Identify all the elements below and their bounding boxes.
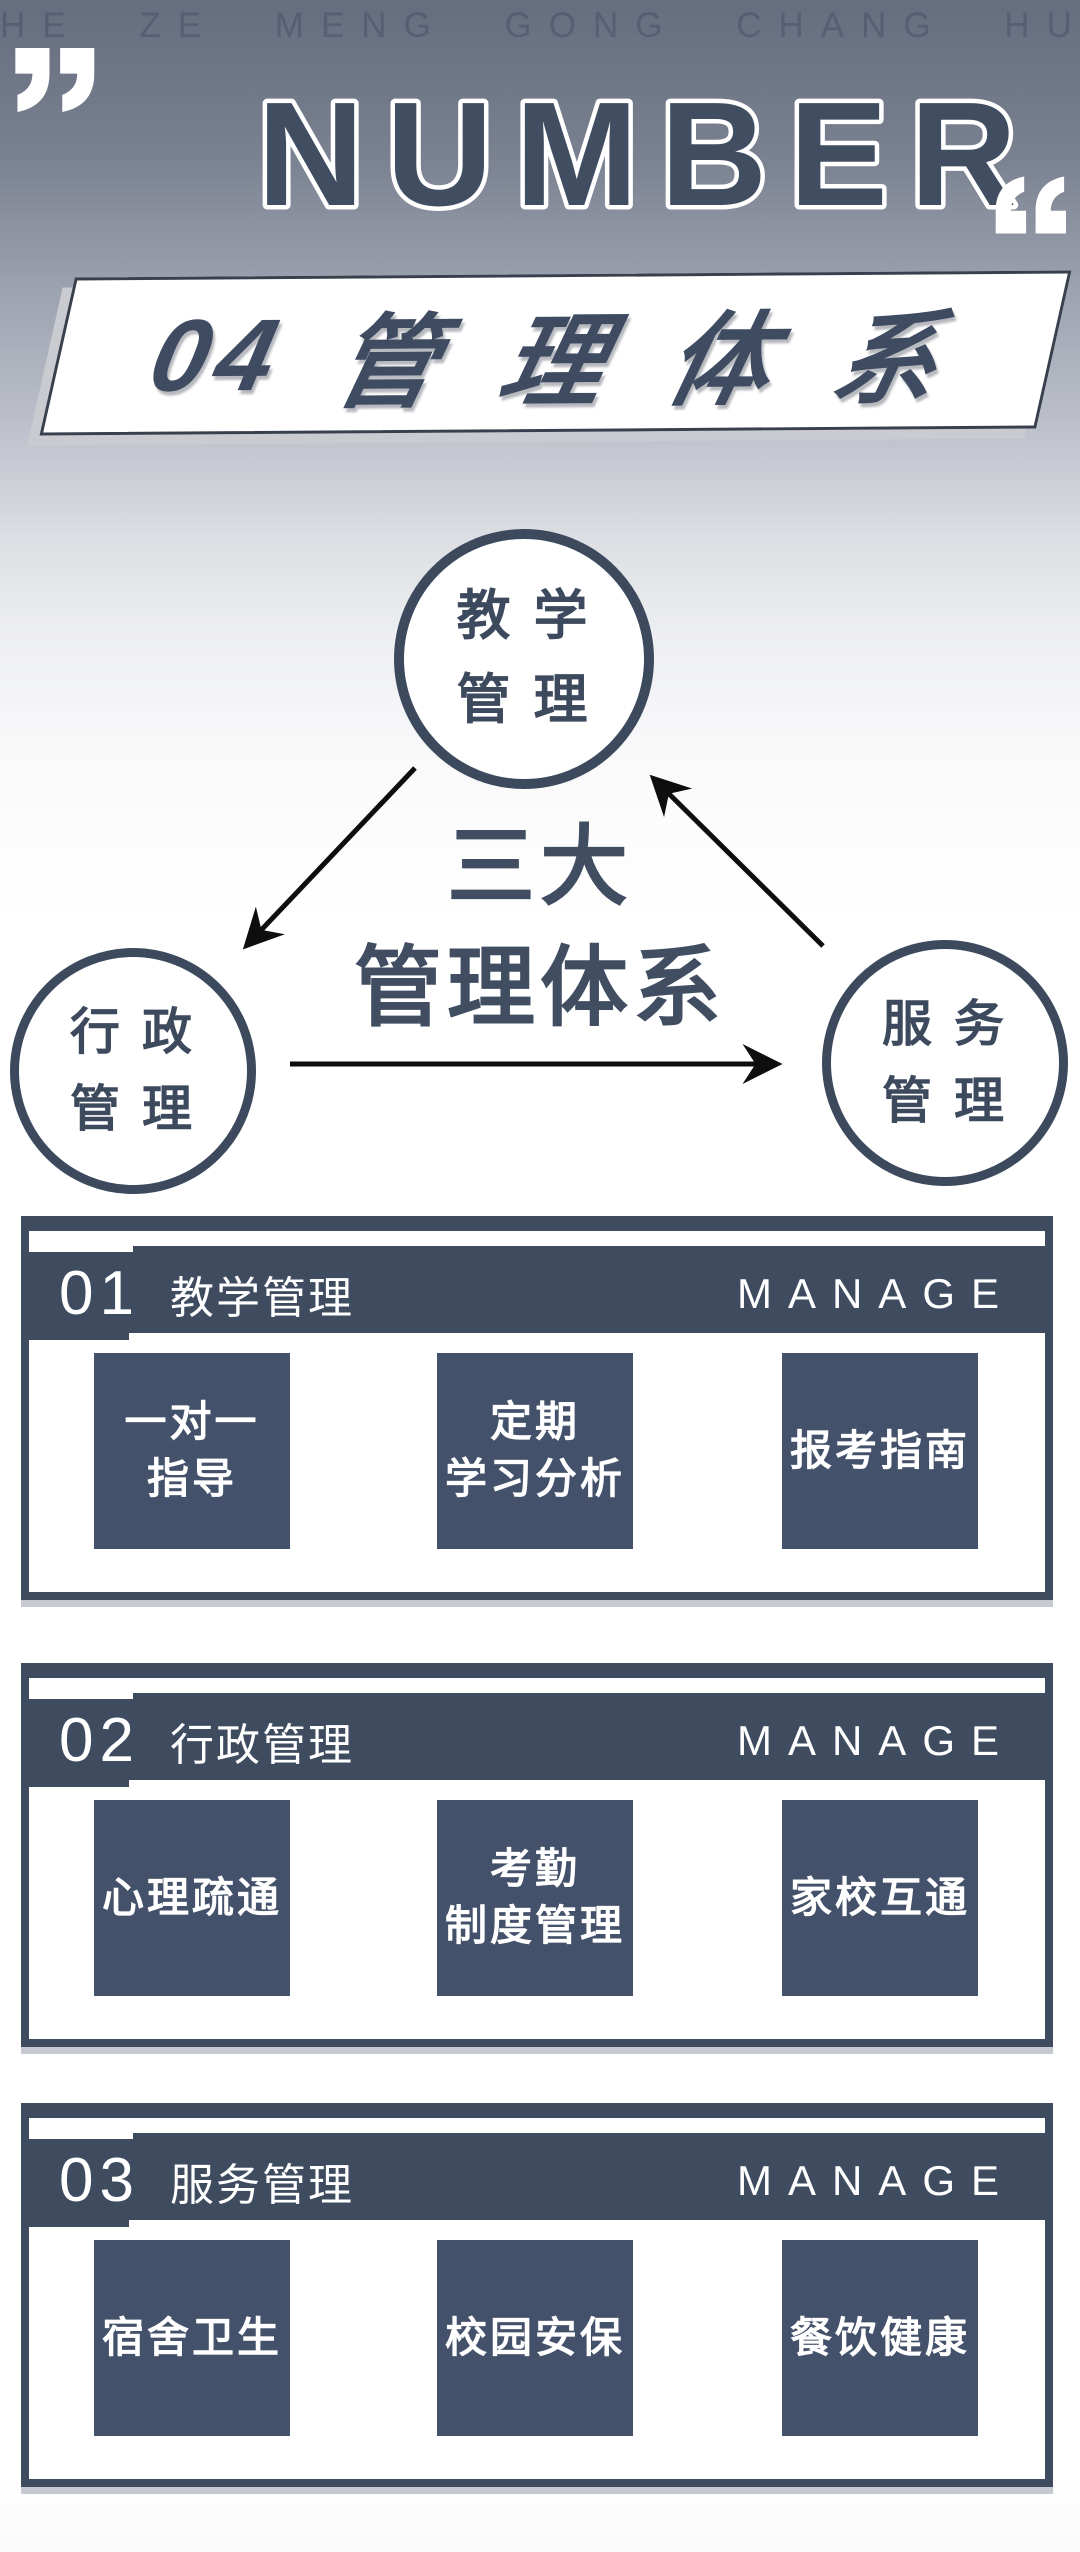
banner-title: 管 理 体 系 xyxy=(323,301,969,421)
section-tag: MANAGE xyxy=(736,2156,1015,2204)
node-label: 服 务 xyxy=(882,995,1008,1052)
header-step xyxy=(29,1333,129,1340)
close-quote-icon xyxy=(995,176,1066,234)
item-card: 心理疏通 xyxy=(94,1800,290,1996)
node-teaching-management: 教 学 管 理 xyxy=(394,529,654,789)
item-card: 家校互通 xyxy=(782,1800,978,1996)
item-card: 校园安保 xyxy=(437,2240,633,2436)
section-number: 01 xyxy=(59,1259,140,1328)
item-card: 宿舍卫生 xyxy=(94,2240,290,2436)
section-teaching-management: 01 教学管理 MANAGE 一对一 指导 定期 学习分析 报考指南 xyxy=(21,1216,1053,1600)
header-step xyxy=(29,2220,129,2227)
item-label: 宿舍卫生 xyxy=(101,2313,282,2361)
item-label: 心理疏通 xyxy=(101,1873,282,1921)
header-stripe-right xyxy=(133,2118,1045,2133)
node-label: 管 理 xyxy=(882,1073,1008,1129)
masthead: NUMBER xyxy=(253,70,1039,220)
center-label-line2: 管理体系 xyxy=(353,938,726,1038)
section-title: 行政管理 xyxy=(169,1720,354,1770)
section-header: 02 行政管理 MANAGE xyxy=(29,1671,1045,1780)
section-tag: MANAGE xyxy=(736,1269,1015,1317)
center-label-line1: 三大 xyxy=(446,817,633,916)
node-label: 管 理 xyxy=(70,1081,196,1137)
item-label: 报考指南 xyxy=(789,1426,970,1474)
node-administrative-management: 行 政 管 理 xyxy=(10,948,256,1194)
item-card: 报考指南 xyxy=(782,1353,978,1549)
section-banner: 04 管 理 体 系 xyxy=(39,270,1072,436)
section-header: 03 服务管理 MANAGE xyxy=(29,2111,1045,2220)
node-label: 教 学 xyxy=(456,586,592,647)
banner-number: 04 xyxy=(140,297,296,413)
section-title: 教学管理 xyxy=(169,1273,354,1323)
item-label: 考勤 xyxy=(489,1845,580,1893)
item-label: 餐饮健康 xyxy=(789,2313,970,2361)
item-card: 一对一 指导 xyxy=(94,1353,290,1549)
item-card: 定期 学习分析 xyxy=(437,1353,633,1549)
section-number: 03 xyxy=(59,2146,140,2215)
node-label: 行 政 xyxy=(70,1003,196,1060)
section-administrative-management: 02 行政管理 MANAGE 心理疏通 考勤 制度管理 家校互通 xyxy=(21,1663,1053,2047)
item-label: 一对一 xyxy=(124,1398,260,1446)
item-label: 指导 xyxy=(146,1455,237,1502)
header-stripe-left xyxy=(29,1678,133,1699)
header-step xyxy=(29,1780,129,1787)
item-label: 学习分析 xyxy=(444,1455,625,1502)
header-stripe-left xyxy=(29,2118,133,2139)
header-stripe-left xyxy=(29,1231,133,1252)
diagram-center-label: 三大 管理体系 xyxy=(0,806,1080,1049)
section-title: 服务管理 xyxy=(169,2160,354,2210)
item-card: 考勤 制度管理 xyxy=(437,1800,633,1996)
item-label: 定期 xyxy=(489,1398,580,1446)
section-number: 02 xyxy=(59,1706,140,1775)
header-stripe-right xyxy=(133,1678,1045,1693)
item-label: 家校互通 xyxy=(789,1873,970,1921)
masthead-title: NUMBER xyxy=(257,72,1039,220)
open-quote-icon xyxy=(15,48,95,112)
header-stripe-right xyxy=(133,1231,1045,1246)
section-service-management: 03 服务管理 MANAGE 宿舍卫生 校园安保 餐饮健康 xyxy=(21,2103,1053,2487)
node-service-management: 服 务 管 理 xyxy=(822,940,1068,1186)
section-tag: MANAGE xyxy=(736,1716,1015,1764)
item-label: 校园安保 xyxy=(444,2313,625,2361)
node-label: 管 理 xyxy=(456,670,592,730)
item-card: 餐饮健康 xyxy=(782,2240,978,2436)
item-label: 制度管理 xyxy=(444,1902,625,1949)
section-header: 01 教学管理 MANAGE xyxy=(29,1224,1045,1333)
watermark-text: HE ZE MENG GONG CHANG HUA SHI xyxy=(0,6,1080,45)
